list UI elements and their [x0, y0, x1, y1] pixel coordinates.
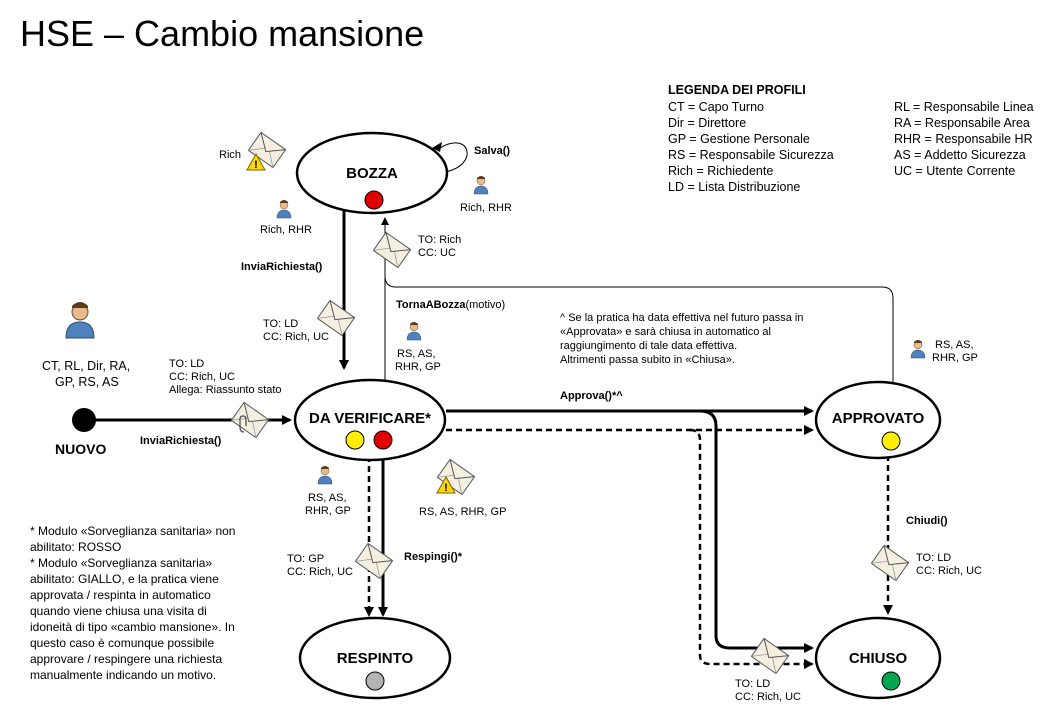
attachment-icon: [239, 415, 247, 433]
mail-envelope-icon: [354, 542, 394, 580]
role-label: Rich, RHR: [260, 224, 312, 236]
note-line: manualmente indicando un motivo.: [30, 668, 216, 682]
mail-envelope-icon: [870, 544, 910, 582]
legend-entry: LD = Lista Distribuzione: [668, 180, 800, 194]
mail-to: TO: LD: [735, 678, 770, 690]
user-icon: [406, 321, 422, 341]
legend-title: LEGENDA DEI PROFILI: [668, 83, 806, 97]
action-invia-richiesta: InviaRichiesta(): [241, 261, 323, 273]
status-dot-grey: [365, 671, 385, 691]
legend-entry: RS = Responsabile Sicurezza: [668, 148, 834, 162]
user-icon: [65, 301, 95, 339]
note-line: questo caso è comunque possibile: [30, 636, 214, 650]
approva-to-chiuso-arrow: [699, 409, 814, 653]
action-chiudi: Chiudi(): [906, 515, 948, 527]
note-line: abilitato: ROSSO: [30, 540, 121, 554]
mail-cc: CC: UC: [418, 247, 456, 259]
status-dot-yellow: [881, 431, 901, 451]
role-label: RS, AS,: [308, 492, 347, 504]
legend-entry: RA = Responsabile Area: [894, 116, 1030, 130]
mail-cc: CC: Rich, UC: [287, 566, 353, 578]
mail-cc: CC: Rich, UC: [916, 565, 982, 577]
action-torna-a-bozza: TornaABozza(motivo): [396, 299, 505, 311]
user-icon: [317, 465, 333, 485]
legend-entry: AS = Addetto Sicurezza: [894, 148, 1026, 162]
user-icon: [473, 175, 489, 195]
mail-envelope-icon: [230, 401, 270, 439]
note-line: * Modulo «Sorveglianza sanitaria»: [30, 556, 212, 570]
approve-note: ^ Se la pratica ha data effettiva nel fu…: [560, 312, 803, 366]
status-dot-red: [373, 430, 393, 450]
state-respinto-label: RESPINTO: [337, 650, 414, 667]
mail-to: TO: LD: [169, 358, 204, 370]
user-icon: [910, 339, 926, 359]
legend-entry: UC = Utente Corrente: [894, 164, 1015, 178]
state-chiuso[interactable]: CHIUSO: [814, 616, 942, 700]
role-label: RHR, GP: [932, 352, 978, 364]
state-bozza[interactable]: BOZZA: [295, 131, 449, 215]
legend-entry: GP = Gestione Personale: [668, 132, 810, 146]
note-line: * Modulo «Sorveglianza sanitaria» non: [30, 524, 235, 538]
note-line: approvata / respinta in automatico: [30, 588, 211, 602]
action-salva: Salva(): [474, 145, 510, 157]
legend-entry: CT = Capo Turno: [668, 100, 764, 114]
state-da-verificare-label: DA VERIFICARE*: [309, 410, 431, 427]
state-da-verificare[interactable]: DA VERIFICARE*: [293, 378, 447, 462]
note-line: quando viene chiusa una visita di: [30, 604, 207, 618]
legend-entry: RHR = Responsabile HR: [894, 132, 1033, 146]
action-invia-richiesta-nuovo: InviaRichiesta(): [140, 435, 222, 447]
note-line: raggiungimento di tale data effettiva.: [560, 340, 737, 352]
state-nuovo[interactable]: NUOVO: [55, 408, 106, 457]
mail-to: TO: GP: [287, 553, 324, 565]
role-label: Rich, RHR: [460, 202, 512, 214]
mail-to: TO: LD: [263, 318, 298, 330]
mail-cc: CC: Rich, UC: [735, 691, 801, 703]
approva-auto-to-chiuso-arrow: [689, 428, 814, 669]
role-label: RS, AS,: [935, 339, 974, 351]
footnote: * Modulo «Sorveglianza sanitaria» non ab…: [30, 524, 235, 682]
role-label: CT, RL, Dir, RA,: [42, 359, 130, 373]
legend-entry: RL = Responsabile Linea: [894, 100, 1034, 114]
state-approvato-label: APPROVATO: [832, 410, 925, 427]
note-line: ^ Se la pratica ha data effettiva nel fu…: [560, 312, 803, 324]
mail-cc: CC: Rich, UC: [169, 371, 235, 383]
mail-cc: CC: Rich, UC: [263, 331, 329, 343]
role-label: RHR, GP: [395, 361, 441, 373]
note-line: idoneità di tipo «cambio mansione». In: [30, 620, 235, 634]
state-respinto[interactable]: RESPINTO: [298, 616, 452, 700]
note-line: abilitato: GIALLO, e la pratica viene: [30, 572, 219, 586]
approvato-to-bozza-arrow: [384, 275, 894, 385]
mail-to: TO: LD: [916, 552, 951, 564]
mail-envelope-icon: [750, 637, 790, 675]
start-node: [72, 408, 96, 432]
legend-entry: Rich = Richiedente: [668, 164, 773, 178]
status-dot-red: [364, 190, 384, 210]
salva-loop-arrow: [439, 142, 468, 173]
profiles-legend: LEGENDA DEI PROFILI CT = Capo Turno Dir …: [668, 83, 1034, 194]
mail-envelope-icon: [372, 231, 412, 269]
mail-attachment: Allega: Riassunto stato: [169, 384, 282, 396]
note-line: «Approvata» e sarà chiusa in automatico …: [560, 326, 771, 338]
role-label: RS, AS, RHR, GP: [419, 506, 506, 518]
note-line: Altrimenti passa subito in «Chiusa».: [560, 354, 735, 366]
role-label: RS, AS,: [397, 348, 436, 360]
note-line: approvare / respingere una richiesta: [30, 652, 222, 666]
state-bozza-label: BOZZA: [346, 165, 398, 182]
role-label: GP, RS, AS: [55, 375, 119, 389]
state-nuovo-label: NUOVO: [55, 441, 106, 457]
mail-to: TO: Rich: [418, 234, 461, 246]
page-title: HSE – Cambio mansione: [20, 13, 424, 54]
status-dot-yellow: [345, 430, 365, 450]
role-label: Rich: [219, 149, 241, 161]
state-chiuso-label: CHIUSO: [849, 650, 908, 667]
action-approva: Approva()*^: [560, 390, 623, 402]
action-respingi: Respingi()*: [404, 551, 463, 563]
legend-entry: Dir = Direttore: [668, 116, 746, 130]
status-dot-green: [881, 671, 901, 691]
user-icon: [276, 199, 292, 219]
role-label: RHR, GP: [305, 505, 351, 517]
state-approvato[interactable]: APPROVATO: [814, 380, 942, 460]
